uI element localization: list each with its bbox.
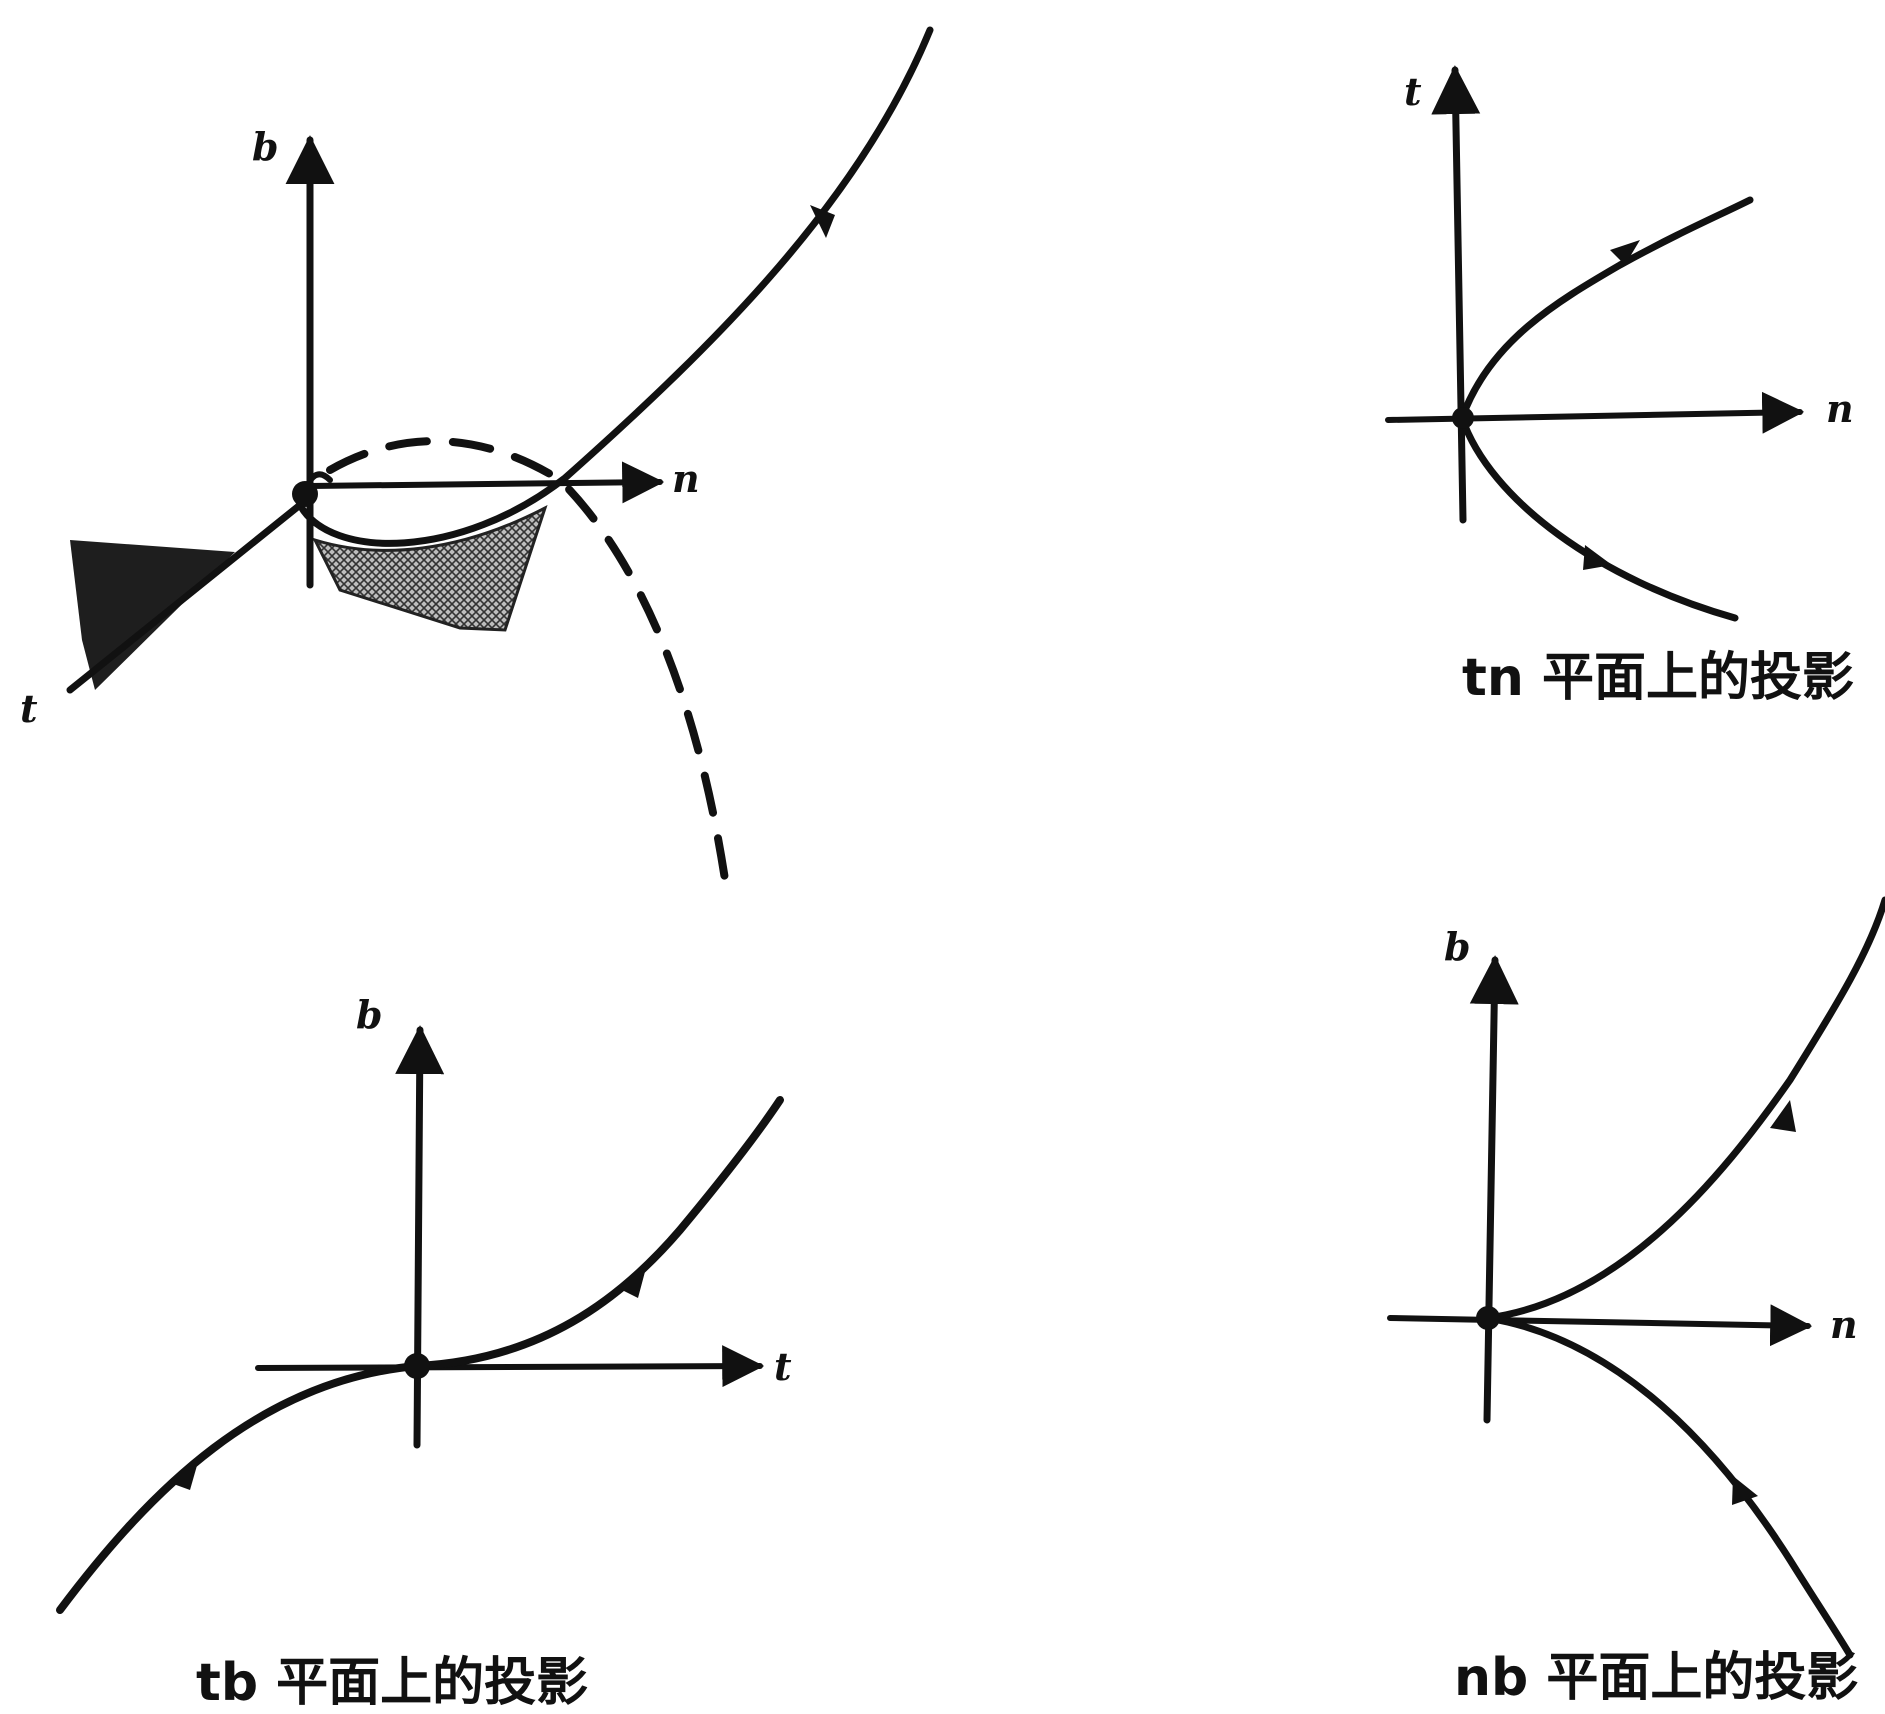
osculating-plane-shade-right: [312, 504, 548, 632]
tn-axis-n: [1385, 391, 1805, 434]
main-axis-b-label: b: [252, 124, 279, 169]
tb-caption: tb 平面上的投影: [196, 1653, 588, 1713]
tn-axis-n-label: n: [1826, 386, 1854, 431]
tn-caption: tn 平面上的投影: [1462, 648, 1854, 708]
tn-upper-direction-arrow: [1610, 240, 1640, 265]
main-3d-panel: b n t: [20, 26, 934, 904]
nb-axis-b: [1469, 955, 1519, 1424]
tb-axis-b-label: b: [356, 992, 383, 1037]
tn-curve-lower: [1458, 414, 1739, 622]
tn-projection-panel: t n tn 平面上的投影: [1385, 65, 1854, 708]
nb-caption: nb 平面上的投影: [1454, 1648, 1858, 1708]
main-origin-point: [292, 481, 318, 507]
tb-axis-b: [395, 1025, 445, 1449]
nb-curve-upper: [1484, 896, 1885, 1322]
tb-projection-panel: b t tb 平面上的投影: [56, 992, 792, 1713]
tb-origin-point: [404, 1353, 430, 1379]
tb-axis-t-label: t: [774, 1344, 792, 1389]
nb-axis-n: [1387, 1304, 1813, 1347]
tn-origin-point: [1452, 407, 1474, 429]
tn-axis-t: [1431, 65, 1481, 524]
tb-left-direction-arrow: [168, 1462, 198, 1490]
nb-origin-point: [1476, 1306, 1500, 1330]
main-axis-n-label: n: [672, 456, 700, 501]
nb-projection-panel: b n nb 平面上的投影: [1387, 896, 1885, 1708]
tn-curve-upper: [1458, 196, 1754, 422]
tb-axis-t: [255, 1345, 765, 1388]
main-curve-direction-arrow: [810, 205, 835, 238]
tn-lower-direction-arrow: [1583, 545, 1612, 570]
nb-axis-b-label: b: [1444, 924, 1471, 969]
nb-axis-n-label: n: [1830, 1302, 1858, 1347]
nb-curve-lower: [1484, 1314, 1854, 1659]
nb-upper-direction-arrow: [1770, 1100, 1796, 1132]
tn-axis-t-label: t: [1404, 69, 1422, 114]
main-axis-t-label: t: [20, 686, 38, 731]
main-axis-n: [307, 461, 665, 504]
nb-lower-direction-arrow: [1732, 1476, 1758, 1505]
tb-right-direction-arrow: [618, 1268, 646, 1298]
space-curve: [66, 26, 934, 694]
osculating-circle: [326, 437, 732, 904]
